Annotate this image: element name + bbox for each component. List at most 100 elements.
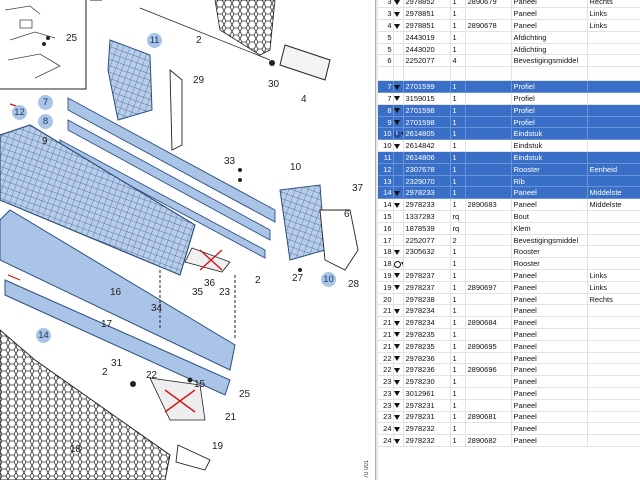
- callout-bubble-highlighted: 12: [12, 105, 27, 120]
- position-cell: 22: [378, 352, 394, 365]
- expand-triangle-icon[interactable]: [400, 261, 402, 267]
- description-cell: Paneel: [511, 387, 588, 400]
- expand-triangle-icon[interactable]: [393, 308, 400, 314]
- expand-triangle-icon[interactable]: [393, 96, 400, 102]
- description-cell: Bout: [511, 210, 588, 223]
- expand-triangle-icon[interactable]: [393, 320, 400, 326]
- pane-splitter[interactable]: [375, 0, 378, 480]
- expand-triangle-icon[interactable]: [393, 11, 400, 17]
- replacement-part-cell: [465, 163, 512, 176]
- part-number-cell: 2614806: [403, 151, 451, 164]
- callout-bubble-highlighted: 14: [36, 328, 51, 343]
- expand-triangle-icon[interactable]: [393, 426, 400, 432]
- position-cell: 19: [378, 269, 394, 282]
- expand-triangle-icon[interactable]: [393, 403, 400, 409]
- expand-triangle-icon[interactable]: [393, 120, 400, 126]
- expand-triangle-icon[interactable]: [393, 415, 400, 420]
- expand-triangle-icon[interactable]: [393, 249, 400, 255]
- expand-triangle-icon[interactable]: [393, 84, 400, 90]
- remark-cell: [587, 80, 640, 94]
- expand-triangle-icon[interactable]: [393, 391, 400, 397]
- remark-cell: [587, 375, 640, 388]
- replacement-part-cell: [465, 234, 512, 247]
- expand-triangle-icon[interactable]: [393, 356, 400, 362]
- expand-triangle-icon[interactable]: [393, 202, 400, 208]
- marker-cell: [393, 375, 404, 388]
- expand-triangle-icon[interactable]: [393, 379, 400, 385]
- remark-cell: [587, 257, 640, 271]
- callout-label: 25: [66, 33, 78, 44]
- expand-triangle-icon[interactable]: [393, 23, 400, 29]
- diagram-drawing: [0, 0, 359, 480]
- expand-triangle-icon[interactable]: [393, 190, 400, 196]
- info-icon[interactable]: i: [393, 130, 401, 138]
- expand-triangle-icon[interactable]: [393, 0, 400, 5]
- callout-label: 23: [219, 287, 231, 298]
- expand-triangle-icon[interactable]: [393, 438, 400, 444]
- callout-bubble-highlighted: 10: [321, 272, 336, 287]
- description-cell: Paneel: [511, 316, 588, 330]
- part-number-cell: [403, 257, 451, 271]
- position-cell: 19: [378, 281, 394, 294]
- remark-cell: Links: [587, 281, 640, 294]
- part-number-cell: 2978231: [403, 411, 451, 424]
- expand-triangle-icon[interactable]: [393, 143, 400, 149]
- parts-table-row[interactable]: [378, 66, 640, 82]
- expand-triangle-icon[interactable]: [393, 273, 400, 279]
- part-number-cell: 2978234: [403, 316, 451, 330]
- quantity-cell: 1: [450, 92, 466, 105]
- expand-triangle-icon[interactable]: [393, 344, 400, 350]
- expand-triangle-icon[interactable]: [393, 332, 400, 338]
- expand-triangle-icon[interactable]: [393, 367, 400, 373]
- expand-triangle-icon[interactable]: [393, 285, 400, 291]
- expand-triangle-icon[interactable]: [400, 131, 402, 137]
- quantity-cell: 1: [450, 163, 466, 176]
- callout-label: 17: [101, 319, 113, 330]
- expand-triangle-icon[interactable]: [393, 108, 400, 114]
- position-cell: 5: [378, 31, 394, 44]
- marker-cell: [393, 66, 404, 82]
- remark-cell: [587, 245, 640, 259]
- replacement-part-cell: [465, 210, 512, 223]
- remark-cell: [587, 434, 640, 447]
- quantity-cell: 1: [450, 175, 466, 188]
- marker-cell: [393, 352, 404, 365]
